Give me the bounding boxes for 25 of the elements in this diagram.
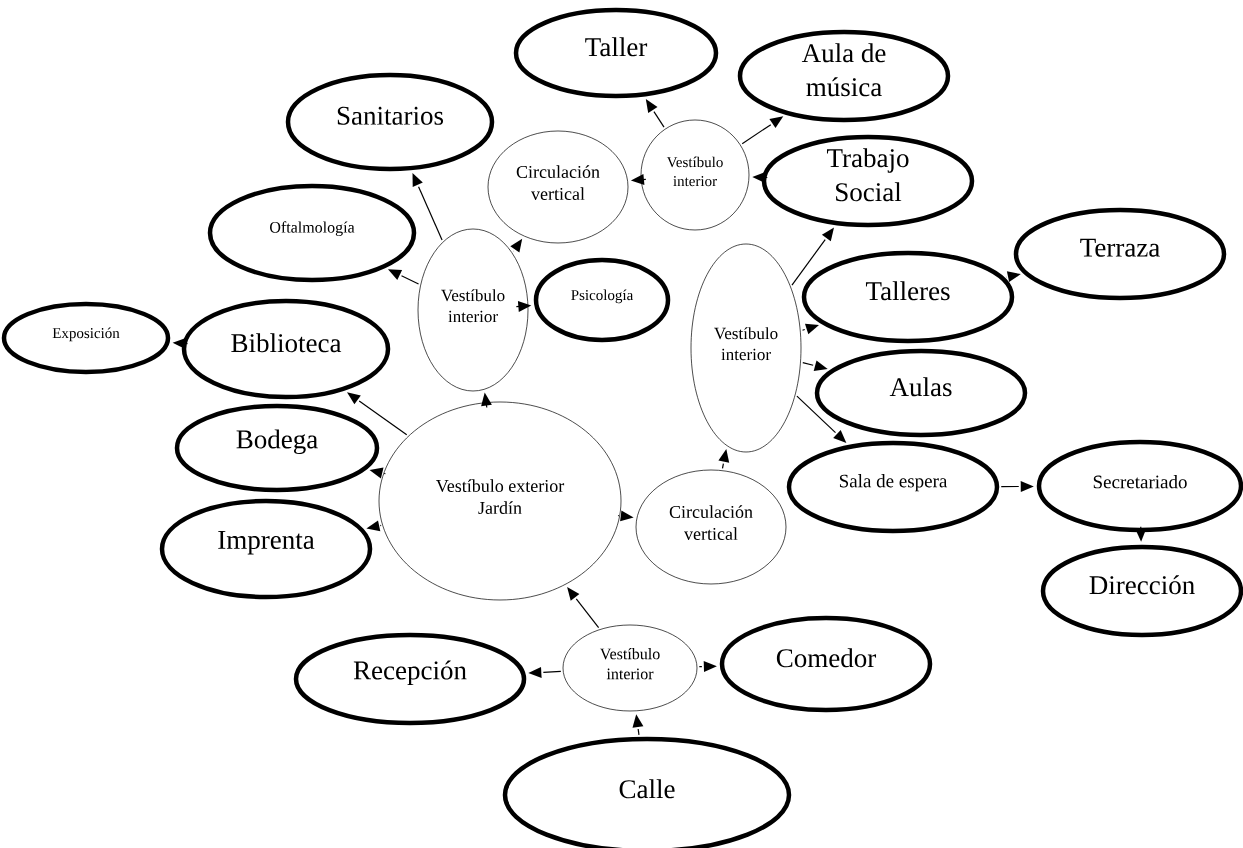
arrow xyxy=(698,661,717,672)
arrow xyxy=(412,173,443,241)
arrow xyxy=(617,510,634,522)
arrow xyxy=(802,360,828,372)
arrow xyxy=(1135,526,1147,542)
arrow xyxy=(741,116,784,145)
arrow xyxy=(567,587,600,629)
arrow xyxy=(515,301,532,312)
arrow xyxy=(366,520,382,532)
arrow xyxy=(630,174,647,185)
arrow xyxy=(481,392,492,409)
arrow xyxy=(801,323,819,335)
arrow xyxy=(388,269,420,285)
arrow xyxy=(796,395,847,443)
arrow xyxy=(528,666,562,678)
arrow xyxy=(752,171,768,183)
arrow xyxy=(1000,481,1034,492)
arrow xyxy=(645,99,665,128)
arrow xyxy=(172,338,189,349)
arrow xyxy=(632,714,644,736)
arrow xyxy=(510,238,523,253)
arrow xyxy=(347,392,408,436)
arrow xyxy=(718,448,730,469)
arrow xyxy=(1005,271,1021,283)
arrow xyxy=(369,467,387,479)
